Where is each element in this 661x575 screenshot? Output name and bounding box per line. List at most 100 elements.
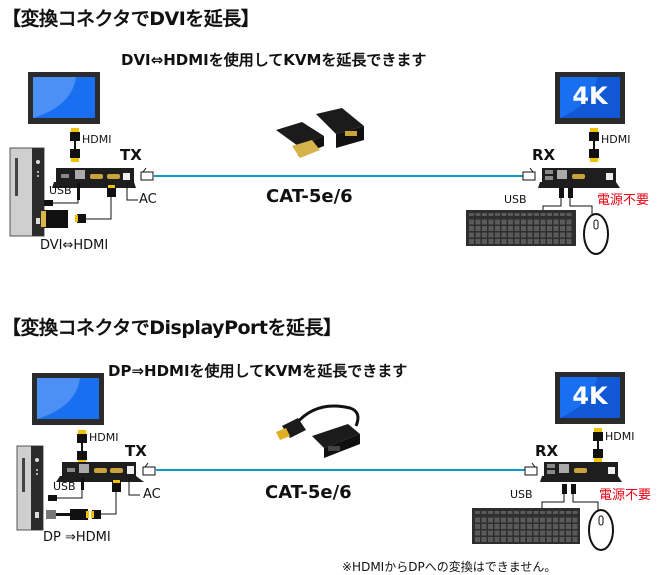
rj45-plug-icon [142,462,156,476]
keyboard-key [514,232,520,238]
keyboard-key [559,517,565,523]
tx-usb-label: USB [49,184,72,197]
ac-label: AC [139,192,157,207]
keyboard-key [560,239,565,244]
monitor-4k-text: 4K [572,82,608,110]
keyboard-key [559,524,565,529]
keyboard-key [546,517,552,523]
keyboard-key [507,524,513,529]
keyboard-key [514,226,520,231]
keyboard-key [566,226,572,231]
keyboard-key [527,226,533,231]
keyboard-key [488,524,493,529]
keyboard-key [514,213,520,216]
keyboard-key [475,530,480,536]
keyboard-key [566,511,571,514]
tx-usb-label: USB [53,480,76,493]
keyboard-key [527,219,533,225]
keyboard-key [533,511,539,514]
keyboard-key [494,524,500,529]
keyboard-key [534,219,539,225]
keyboard-key [488,226,494,231]
tx-usb-dp-cables [46,478,121,520]
keyboard-key [481,530,487,536]
section-subheading: DVI⇔HDMIを使用してKVMを延長できます [121,51,427,69]
keyboard-key [469,226,474,231]
keyboard-key [508,232,513,238]
keyboard-key [469,232,474,238]
cat-cable-line [154,175,534,177]
converter-label: DVI⇔HDMI [40,238,109,253]
rx-unit-icon [538,168,620,188]
keyboard-key [534,232,539,238]
keyboard-key [508,226,513,231]
keyboard-key [546,537,552,542]
keyboard-key [566,232,572,238]
converter-label: DP ⇒HDMI [43,530,111,545]
keyboard-key [566,524,571,529]
keyboard-mouse-cables [542,188,593,214]
keyboard-key [508,239,513,244]
tx-unit-icon [56,462,144,482]
keyboard-key [488,537,493,542]
keyboard-key [488,517,493,523]
keyboard-key [488,213,494,216]
keyboard-key [553,524,558,529]
keyboard-key [475,226,481,231]
keyboard-key [501,232,507,238]
keyboard-key [553,517,558,523]
keyboard-key [527,517,532,523]
keyboard-key [488,219,494,225]
hdmi-cable-icon [589,128,599,162]
keyboard-key [553,213,559,216]
keyboard-key [540,232,546,238]
keyboard-key [560,232,565,238]
keyboard-icon [466,210,576,246]
keyboard-key [494,530,500,536]
keyboard-key [534,213,539,216]
keyboard-key [547,219,552,225]
keyboard-key [475,511,480,514]
keyboard-key [553,219,559,225]
ac-label: AC [143,487,161,502]
keyboard-key [501,226,507,231]
tx-hdmi-label: HDMI [82,133,112,146]
rj45-plug-icon [140,167,154,181]
keyboard-key [559,511,565,514]
keyboard-key [533,524,539,529]
rx-usb-label: USB [504,193,527,206]
keyboard-key [572,524,578,529]
keyboard-key [534,226,539,231]
keyboard-key [521,226,526,231]
keyboard-key [553,226,559,231]
tx-label: TX [125,442,147,460]
keyboard-key [514,524,519,529]
keyboard-key [475,232,481,238]
keyboard-key [559,537,565,542]
keyboard-key [469,213,474,216]
keyboard-key [540,219,546,225]
keyboard-key [481,524,487,529]
keyboard-key [488,530,493,536]
keyboard-key [572,537,578,542]
keyboard-key [494,537,500,542]
tx-usb-dvi-cables [41,183,116,228]
keyboard-key [501,524,506,529]
section-subheading: DP⇒HDMIを使用してKVMを延長できます [108,362,408,380]
keyboard-key [494,517,500,523]
keyboard-key [534,239,539,244]
keyboard-key [494,511,500,514]
keyboard-key [547,226,552,231]
keyboard-key [547,239,552,244]
keyboard-key [475,517,480,523]
keyboard-key [501,530,506,536]
keyboard-key [488,232,494,238]
keyboard-key [520,517,526,523]
keyboard-key [508,219,513,225]
keyboard-key [540,511,545,514]
ac-leader-line [126,183,138,201]
keyboard-key [553,239,559,244]
hdmi-cable-icon [70,128,80,162]
rx-label: RX [535,442,559,460]
section-heading: 【変換コネクタでDVIを延長】 [2,8,260,30]
